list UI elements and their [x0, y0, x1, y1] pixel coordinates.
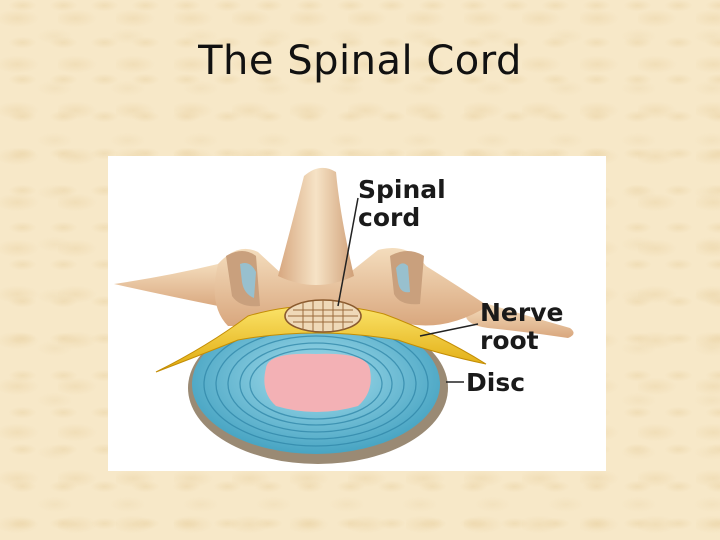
nucleus-pulposus	[264, 353, 371, 412]
spinal-cord-fibers	[288, 300, 358, 332]
left-facet-cartilage	[240, 263, 256, 298]
right-facet-cartilage	[396, 263, 410, 293]
nerve-root-label: Nerve root	[480, 299, 563, 355]
nerve-root-band	[155, 305, 487, 373]
spinal-cord-leader	[337, 197, 359, 307]
spinal-cord-label: Spinal cord	[358, 176, 446, 232]
spinous-process	[278, 167, 354, 285]
nerve-root-label-line2: root	[480, 326, 539, 355]
spinal-cord-label-line1: Spinal	[358, 175, 446, 204]
nerve-root-label-line1: Nerve	[480, 298, 564, 327]
slide-title: The Spinal Cord	[198, 38, 522, 84]
nerve-root-leader	[419, 323, 479, 337]
vertebra-illustration: Spinal cord Nerve root Disc	[108, 156, 606, 471]
disc-label: Disc	[466, 368, 526, 397]
vertebra-cross-section	[114, 167, 574, 464]
spinal-cord-label-line2: cord	[358, 203, 421, 232]
right-transverse-process	[465, 304, 574, 338]
